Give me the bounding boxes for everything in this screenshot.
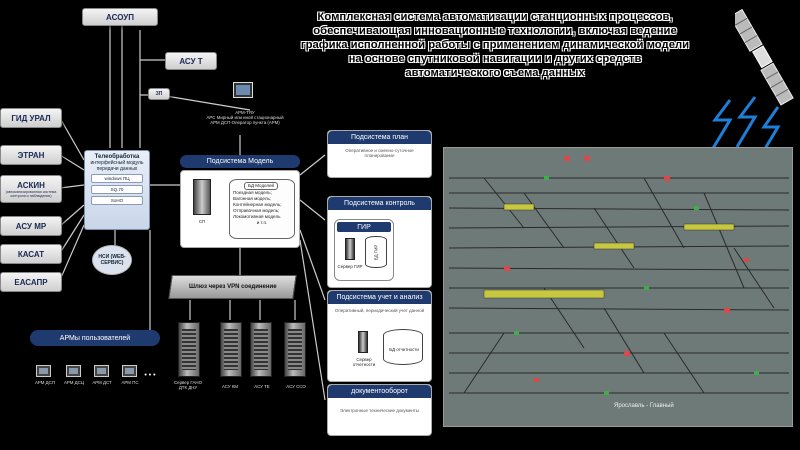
workstation-icon bbox=[233, 82, 253, 98]
server-tower-icon bbox=[284, 322, 306, 377]
server-label: АСУ ТЕ bbox=[254, 384, 270, 389]
system-kasat: КАСАТ bbox=[0, 244, 62, 264]
analysis-db-icon bbox=[383, 329, 423, 365]
arm-label: АРМ ДСП bbox=[35, 380, 55, 385]
system-askin: АСКИН (автоматизированная система контро… bbox=[0, 175, 62, 203]
ast-label: АСУ Т bbox=[179, 56, 203, 66]
arm-computer-icon bbox=[36, 365, 51, 377]
model-server-label: СП bbox=[198, 219, 206, 224]
model-title: Подсистема Модель bbox=[180, 155, 300, 168]
system-label: АСУ МР bbox=[15, 221, 47, 231]
model-db-label: БД Моделей bbox=[244, 182, 279, 190]
model-db-item: Контейнерная модель; bbox=[233, 202, 282, 207]
arm-more: • • • bbox=[144, 372, 156, 379]
system-label: ЭТРАН bbox=[17, 150, 45, 160]
zp-box: ЗП bbox=[148, 88, 170, 100]
model-subsystem: СП БД Моделей Поездная модель; Вагонная … bbox=[180, 170, 300, 248]
vpn-label: Шлюз через VPN соединение bbox=[188, 284, 277, 290]
server-tower-icon bbox=[220, 322, 242, 377]
slide-title: Комплексная система автоматизации станци… bbox=[300, 11, 690, 79]
analysis-title: Подсистема учет и анализ bbox=[328, 291, 431, 304]
model-server-icon bbox=[193, 179, 211, 215]
docs-title: документооборот bbox=[328, 385, 431, 398]
model-db-item: Локомотивная модель bbox=[233, 214, 281, 219]
arm-computer-icon bbox=[94, 365, 109, 377]
telework-subtitle: интерфейсный модуль передачи данных bbox=[90, 160, 144, 172]
server-tower-icon bbox=[178, 322, 200, 377]
arm-label: АРМ ПС bbox=[121, 380, 139, 385]
gir-box: ГИР Сервер ГИР БД ГИР bbox=[334, 219, 394, 281]
server-label: Сервер ГАНО ДТК ДНУ bbox=[173, 380, 203, 390]
analysis-server-icon bbox=[358, 331, 368, 353]
gir-server-icon bbox=[345, 238, 355, 260]
gir-db-label: БД ГИР bbox=[373, 244, 379, 261]
model-db: БД Моделей Поездная модель; Вагонная мод… bbox=[229, 179, 295, 239]
system-asu-mr: АСУ МР bbox=[0, 216, 62, 236]
asoup-label: АСОУП bbox=[106, 12, 134, 22]
control-subsystem: Подсистема контроль ГИР Сервер ГИР БД ГИ… bbox=[327, 196, 432, 288]
nsi-label: НСИ (WEB-СЕРВИС) bbox=[98, 254, 126, 266]
system-label: АСКИН bbox=[17, 180, 45, 190]
server-label: АСУ ССО bbox=[286, 384, 306, 389]
analysis-subsystem: Подсистема учет и анализ Оперативный, пе… bbox=[327, 290, 432, 382]
station-name: Ярославль - Главный bbox=[614, 403, 674, 409]
track-diagram bbox=[448, 156, 790, 395]
system-label: ГИД УРАЛ bbox=[11, 113, 51, 123]
model-db-item: Отправочная модель; bbox=[233, 208, 280, 213]
analysis-db-label: БД отчетности bbox=[389, 347, 419, 352]
satellite-icon bbox=[735, 8, 794, 106]
arm-computer-icon bbox=[66, 365, 81, 377]
plan-subsystem: Подсистема план Оперативное и сменно-сут… bbox=[327, 130, 432, 178]
telework-module: Телеобработка интерфейсный модуль переда… bbox=[84, 150, 150, 230]
workstation-label: АРМ-ТЯУ АРС Мирный или иной стационарный… bbox=[206, 110, 284, 125]
server-tower-icon bbox=[250, 322, 272, 377]
arm-group-title: АРМы пользователей bbox=[30, 330, 160, 346]
arm-label: АРМ ДСТ bbox=[92, 380, 112, 385]
plan-body: Оперативное и сменно-суточное планирован… bbox=[345, 148, 414, 158]
system-etran: ЭТРАН bbox=[0, 145, 62, 165]
plan-title: Подсистема план bbox=[328, 131, 431, 144]
ast-box: АСУ Т bbox=[165, 52, 217, 70]
arm-computer-icon bbox=[122, 365, 137, 377]
model-db-item: и т.п. bbox=[256, 220, 268, 225]
arm-group: АРМы пользователей АРМ ДСП АРМ ДСЦ АРМ Д… bbox=[30, 330, 160, 400]
asoup-box: АСОУП bbox=[82, 8, 158, 26]
docs-body: Электронные технические документы bbox=[340, 408, 419, 413]
control-title: Подсистема контроль bbox=[328, 197, 431, 210]
model-db-item: Поездная модель; bbox=[233, 190, 272, 195]
telework-row: SQ.70 bbox=[91, 185, 143, 194]
zp-label: ЗП bbox=[155, 91, 163, 97]
analysis-body: Оперативный, периодический учет данной bbox=[334, 308, 425, 313]
system-label: КАСАТ bbox=[17, 249, 45, 259]
system-label: ЕАСАПР bbox=[14, 277, 48, 287]
gir-server-label: Сервер ГИР bbox=[337, 264, 363, 269]
docs-subsystem: документооборот Электронные технические … bbox=[327, 384, 432, 436]
server-label: АСУ КМ bbox=[221, 384, 239, 389]
telework-row: windows ПЦ bbox=[91, 174, 143, 183]
analysis-server-label: Сервер отчетности bbox=[352, 357, 376, 367]
gir-db-icon bbox=[365, 236, 387, 268]
lightning-icon bbox=[710, 96, 781, 158]
system-gid-ural: ГИД УРАЛ bbox=[0, 108, 62, 128]
station-track-map: Ярославль - Главный bbox=[443, 147, 793, 427]
nsi-box: НСИ (WEB-СЕРВИС) bbox=[92, 245, 132, 275]
telework-row: SoHO bbox=[91, 196, 143, 205]
gir-label: ГИР bbox=[337, 222, 391, 232]
model-db-item: Вагонная модель; bbox=[233, 196, 272, 201]
vpn-gateway: Шлюз через VPN соединение bbox=[168, 275, 297, 299]
arm-label: АРМ ДСЦ bbox=[63, 380, 85, 385]
system-easapr: ЕАСАПР bbox=[0, 272, 62, 292]
telework-title: Телеобработка bbox=[94, 154, 140, 160]
askin-note: (автоматизированная система контроля и н… bbox=[5, 189, 57, 198]
